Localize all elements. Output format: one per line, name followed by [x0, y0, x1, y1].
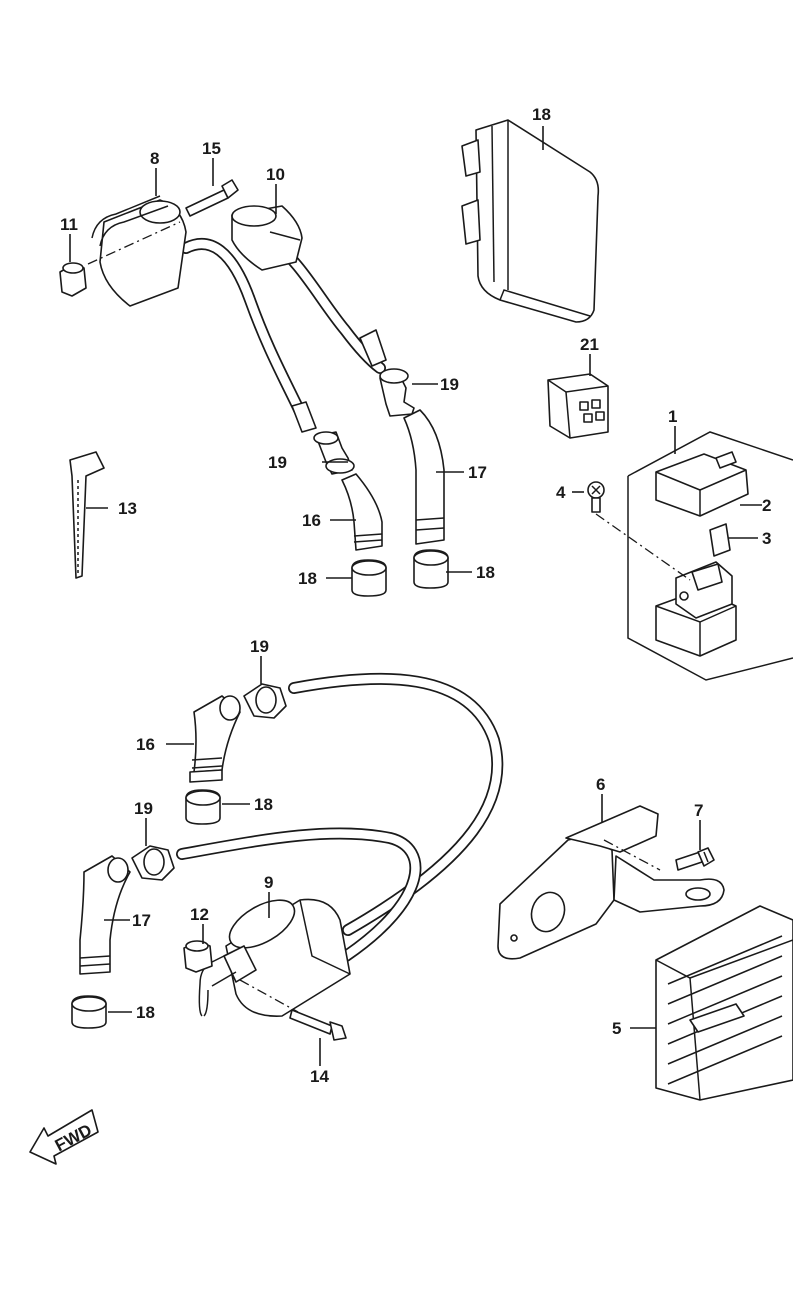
bolt-14 [289, 1009, 333, 1035]
callout-19-b: 19 [268, 453, 287, 472]
callout-20: 18 [532, 105, 551, 124]
callout-9: 9 [264, 873, 273, 892]
callout-18-a: 18 [298, 569, 317, 588]
callout-15: 15 [202, 139, 221, 158]
cap-16-upper [341, 473, 383, 551]
callout-19-a: 19 [440, 375, 459, 394]
callout-1: 1 [668, 407, 677, 426]
callout-7: 7 [694, 801, 703, 820]
callout-2: 2 [762, 496, 771, 515]
callout-18-c: 18 [254, 795, 273, 814]
callout-5: 5 [612, 1019, 621, 1038]
callout-18-b: 18 [476, 563, 495, 582]
ignition-coil-upper-assembly [59, 179, 387, 433]
starter-relay-assembly-1 [587, 431, 793, 681]
callout-14: 14 [310, 1067, 329, 1086]
ecm-unit-20 [461, 119, 600, 323]
callout-17-b: 17 [132, 911, 151, 930]
callout-11: 11 [60, 215, 78, 234]
fwd-arrow-icon [29, 1109, 99, 1165]
bolt-7 [675, 847, 715, 871]
fuse-3 [709, 523, 731, 557]
relay-21 [547, 373, 609, 439]
callout-4: 4 [556, 483, 566, 502]
bracket-6 [497, 805, 725, 960]
leader-lines [69, 126, 762, 1066]
callout-8: 8 [150, 149, 159, 168]
fwd-arrow: FWD [29, 1109, 99, 1165]
cap-17-upper [403, 409, 445, 545]
callout-10: 10 [266, 165, 285, 184]
ignition-coil-9 [183, 898, 351, 1041]
callout-19-c: 19 [250, 637, 269, 656]
callout-16-b: 16 [136, 735, 155, 754]
ht-wires-lower [176, 672, 504, 962]
regulator-5 [655, 905, 793, 1101]
plug-caps-lower [71, 683, 287, 1029]
callout-19-d: 19 [134, 799, 153, 818]
callout-6: 6 [596, 775, 605, 794]
cable-tie-13 [69, 451, 105, 579]
callout-17-a: 17 [468, 463, 487, 482]
callout-13: 13 [118, 499, 137, 518]
callout-18-d: 18 [136, 1003, 155, 1022]
callout-12: 12 [190, 905, 209, 924]
relay-cover-2 [655, 453, 749, 517]
callout-21: 21 [580, 335, 599, 354]
callout-labels: 18 8 15 10 11 21 19 1 19 17 4 2 13 16 3 … [60, 105, 771, 1086]
plug-caps-upper [313, 368, 449, 597]
callout-16-a: 16 [302, 511, 321, 530]
bolt-15 [185, 189, 229, 217]
callout-3: 3 [762, 529, 771, 548]
